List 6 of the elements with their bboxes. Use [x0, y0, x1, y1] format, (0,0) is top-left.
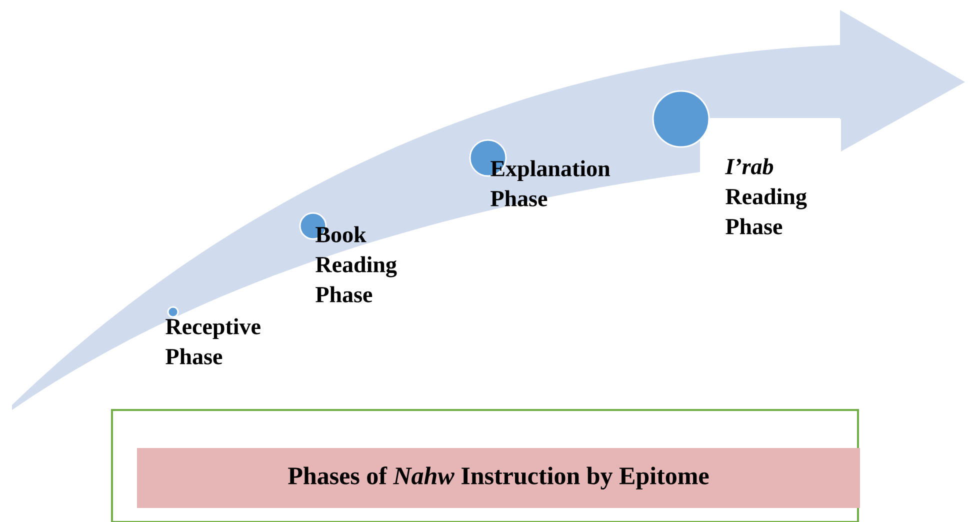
phase-label: Receptive Phase: [166, 318, 260, 364]
caption-frame: [111, 409, 859, 522]
phase-label: I’rab Reading Phase: [725, 158, 807, 234]
title-band: Phases of Nahw Instruction by Epitome: [137, 448, 860, 508]
phase-label: Explanation Phase: [490, 160, 610, 206]
phase-label: Book Reading Phase: [316, 226, 397, 302]
